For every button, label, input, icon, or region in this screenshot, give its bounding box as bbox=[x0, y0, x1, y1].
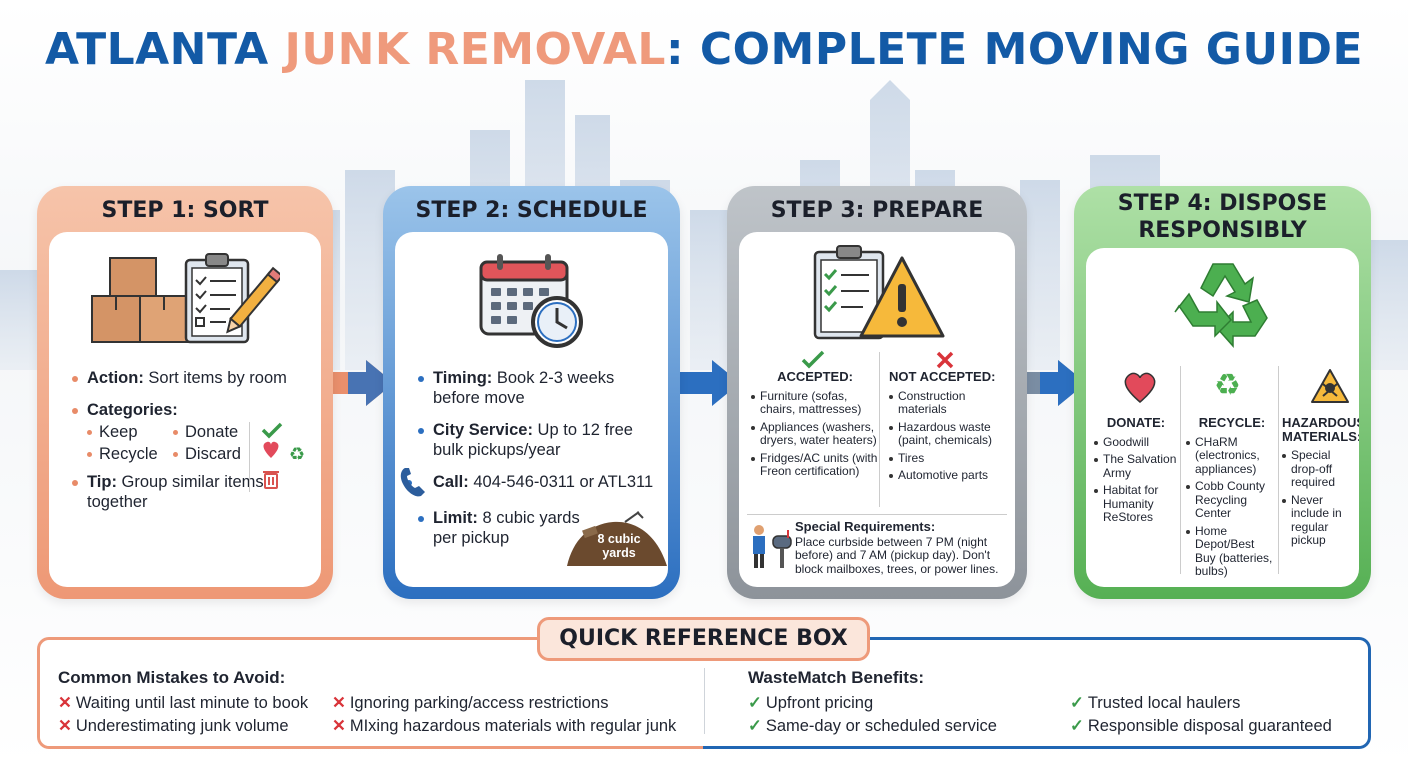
step2-timing: Timing: Book 2-3 weeks before move bbox=[415, 368, 656, 408]
category-icons: ♻ bbox=[261, 422, 305, 489]
step1-heading: STEP 1: SORT bbox=[101, 198, 269, 223]
heart-icon bbox=[1124, 372, 1156, 403]
clipboard-warning-icon bbox=[739, 244, 1015, 344]
step1-categories: Categories: Keep Donate Recycle Discard bbox=[69, 400, 309, 464]
step2-heading: STEP 2: SCHEDULE bbox=[415, 198, 648, 223]
calendar-clock-icon bbox=[395, 250, 668, 350]
step1-tip: Tip: Group similar items together bbox=[69, 472, 309, 512]
step1-card: STEP 1: SORT Action bbox=[37, 186, 333, 599]
arrow-step3-to-step4 bbox=[1010, 360, 1086, 406]
page-title: ATLANTA JUNK REMOVAL: COMPLETE MOVING GU… bbox=[44, 24, 1364, 75]
hazardous-heading: HAZARDOUS MATERIALS: bbox=[1282, 415, 1359, 444]
step2-card: STEP 2: SCHEDULE Timing: Book 2-3 weeks … bbox=[383, 186, 680, 599]
recycle-small-icon: ♻ bbox=[1214, 368, 1241, 403]
benefit-item: ✓Same-day or scheduled service bbox=[748, 717, 997, 735]
mistake-item: ✕Underestimating junk volume bbox=[58, 717, 289, 735]
person-mailbox-icon bbox=[753, 525, 792, 568]
benefit-item: ✓Responsible disposal guaranteed bbox=[1070, 717, 1332, 735]
recycle-item: Cobb County Recycling Center bbox=[1186, 479, 1278, 521]
step1-action: Action: Sort items by room bbox=[69, 368, 309, 388]
category-recycle: Recycle bbox=[87, 444, 173, 464]
step2-call: Call: 404-546-0311 or ATL311 bbox=[400, 468, 656, 497]
accepted-item: Furniture (sofas, chairs, mattresses) bbox=[751, 389, 879, 417]
benefit-item: ✓Trusted local haulers bbox=[1070, 694, 1241, 712]
not-accepted-item: Hazardous waste (paint, chemicals) bbox=[889, 420, 1011, 448]
step2-city-service: City Service: Up to 12 free bulk pickups… bbox=[415, 420, 656, 460]
quick-reference-title: QUICK REFERENCE BOX bbox=[537, 617, 870, 661]
category-discard: Discard bbox=[173, 444, 263, 464]
category-keep: Keep bbox=[87, 422, 173, 442]
mistake-item: ✕Ignoring parking/access restrictions bbox=[332, 694, 609, 712]
not-accepted-item: Construction materials bbox=[889, 389, 1011, 417]
quick-reference-box bbox=[37, 637, 705, 749]
accepted-heading: ACCEPTED: bbox=[777, 369, 853, 384]
step2-limit: Limit: 8 cubic yards per pickup bbox=[415, 508, 585, 548]
recycle-heading: RECYCLE: bbox=[1198, 415, 1266, 430]
donate-item: Habitat for Humanity ReStores bbox=[1094, 483, 1178, 525]
heart-icon bbox=[263, 441, 279, 458]
hazard-icon bbox=[1311, 369, 1349, 403]
donate-item: The Salvation Army bbox=[1094, 452, 1178, 480]
mistakes-heading: Common Mistakes to Avoid: bbox=[58, 668, 286, 687]
mistake-item: ✕Waiting until last minute to book bbox=[58, 694, 309, 712]
step3-card: STEP 3: PREPARE ACCEPTED: Furniture (sof… bbox=[727, 186, 1027, 599]
benefit-item: ✓Upfront pricing bbox=[748, 694, 874, 712]
recycle-small-icon: ♻ bbox=[289, 444, 305, 465]
recycle-item: Home Depot/Best Buy (batteries, bulbs) bbox=[1186, 524, 1278, 579]
donate-item: Goodwill bbox=[1094, 435, 1178, 450]
arrow-step2-to-step3 bbox=[664, 360, 740, 406]
recycle-icon bbox=[1086, 258, 1359, 348]
not-accepted-item: Tires bbox=[889, 451, 1011, 466]
not-accepted-heading: NOT ACCEPTED: bbox=[889, 369, 996, 384]
junk-pile-icon: 8 cubic yards bbox=[565, 510, 668, 568]
step4-card: STEP 4: DISPOSE RESPONSIBLY ♻ DONATE: Go… bbox=[1074, 186, 1371, 599]
special-requirements-heading: Special Requirements: bbox=[795, 519, 936, 534]
checkmark-icon bbox=[261, 422, 283, 439]
category-donate: Donate bbox=[173, 422, 263, 442]
arrow-step1-to-step2 bbox=[318, 360, 394, 406]
recycle-item: CHaRM (electronics, appliances) bbox=[1186, 435, 1278, 477]
hazardous-item: Special drop-off required bbox=[1282, 448, 1359, 490]
step3-heading: STEP 3: PREPARE bbox=[770, 198, 984, 223]
special-requirements-text: Place curbside between 7 PM (night befor… bbox=[795, 534, 999, 576]
benefits-heading: WasteMatch Benefits: bbox=[748, 668, 925, 687]
accepted-item: Appliances (washers, dryers, water heate… bbox=[751, 420, 879, 448]
check-icon bbox=[801, 350, 825, 369]
mistake-item: ✕MIxing hazardous materials with regular… bbox=[332, 717, 677, 735]
step4-heading: STEP 4: DISPOSE RESPONSIBLY bbox=[1117, 191, 1328, 243]
trash-icon bbox=[263, 471, 279, 489]
phone-icon bbox=[400, 468, 425, 497]
cross-icon bbox=[936, 351, 954, 369]
not-accepted-item: Automotive parts bbox=[889, 468, 1011, 483]
donate-heading: DONATE: bbox=[1106, 415, 1166, 430]
boxes-clipboard-icon bbox=[49, 250, 321, 350]
accepted-item: Fridges/AC units (with Freon certificati… bbox=[751, 451, 879, 479]
hazardous-item: Never include in regular pickup bbox=[1282, 493, 1359, 548]
